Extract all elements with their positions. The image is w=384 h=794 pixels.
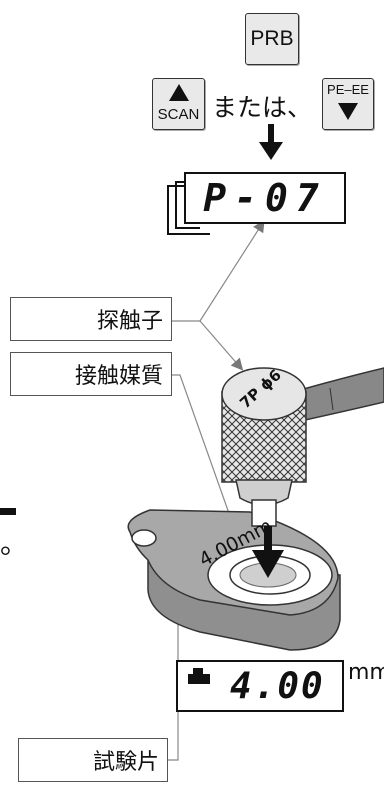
thickness-indicator-icon-top [193,668,203,676]
probe [221,367,384,527]
prb-key-label: PRB [250,27,294,50]
leader-lines [167,219,265,761]
thickness-indicator-icon [188,674,210,684]
thickness-display: 4.00 [176,660,344,712]
or-text: または、 [212,93,313,122]
scan-key-label: SCAN [157,106,200,123]
down-arrow-to-block [252,526,284,578]
test-block-label-text: 試験片 [92,750,159,775]
probe-display: P-07 [184,172,346,224]
probe-label: 探触子 [10,297,172,341]
thickness-value: 4.00 [230,666,325,707]
pe-ee-key-label: PE–EE [327,82,369,97]
scan-key[interactable]: SCAN [152,78,205,130]
couplant-label-text: 接触媒質 [74,364,163,389]
thickness-unit: mm [348,660,384,685]
couplant-label: 接触媒質 [10,352,172,396]
up-triangle-icon [169,84,189,101]
side-fragment: 。 [0,527,29,560]
down-triangle-icon [338,103,358,120]
pe-ee-key[interactable]: PE–EE [322,78,374,130]
down-arrow-to-display [259,124,283,160]
probe-label-text: 探触子 [96,309,163,334]
test-block-label: 試験片 [18,738,168,782]
probe-display-text: P-07 [203,176,327,220]
prb-key[interactable]: PRB [245,13,299,65]
